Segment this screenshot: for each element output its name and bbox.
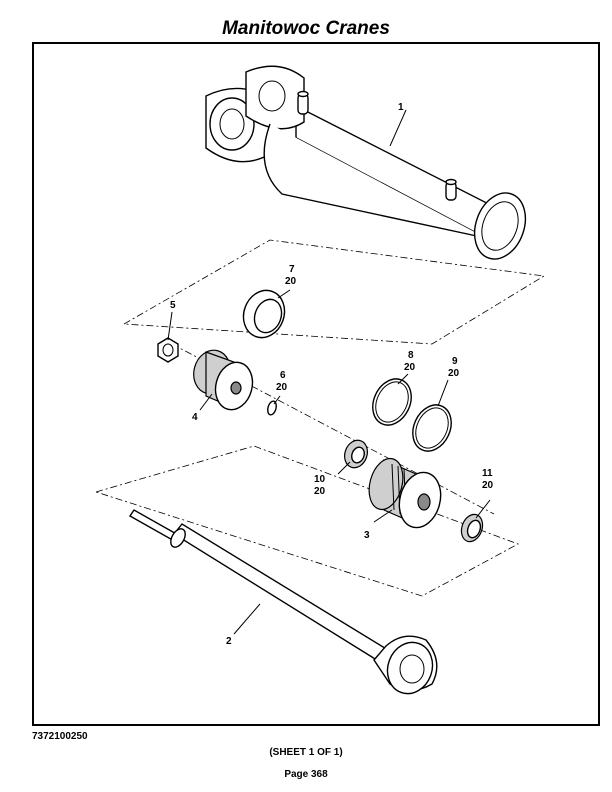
sheet-indicator: (SHEET 1 OF 1) — [269, 747, 343, 758]
callout-2: 2 — [226, 636, 232, 647]
callout-10-qty: 20 — [314, 486, 326, 497]
callout-11: 11 — [482, 468, 493, 479]
callout-10: 10 — [314, 474, 326, 485]
part-5-nut — [157, 337, 179, 363]
callout-5: 5 — [170, 300, 176, 311]
part-10-wear-ring — [344, 439, 368, 469]
drawing-number: 7372100250 — [32, 731, 88, 742]
callout-1: 1 — [398, 102, 404, 113]
assembly-envelope-lower — [94, 445, 519, 597]
part-3-piston — [368, 457, 442, 529]
leader-lines — [167, 109, 491, 635]
exploded-parts-diagram: 1 7 20 5 6 20 4 8 20 9 20 10 20 11 20 3 … — [94, 65, 546, 695]
callout-8-qty: 20 — [404, 362, 416, 373]
callout-9-qty: 20 — [448, 368, 460, 379]
callout-3: 3 — [364, 530, 370, 541]
part-1-cylinder-barrel — [205, 65, 527, 260]
page-number: Page 368 — [284, 769, 328, 780]
callout-6-qty: 20 — [276, 382, 288, 393]
callout-7-qty: 20 — [285, 276, 297, 287]
callout-11-qty: 20 — [482, 480, 494, 491]
callout-9: 9 — [452, 356, 458, 367]
callout-8: 8 — [408, 350, 414, 361]
part-4-gland — [193, 349, 254, 411]
assembly-envelope-upper — [122, 239, 546, 345]
part-2-piston-rod — [128, 509, 438, 695]
part-11-seal — [460, 513, 484, 543]
part-9-o-ring — [412, 404, 452, 452]
page-header-title: Manitowoc Cranes — [222, 18, 390, 39]
callout-7: 7 — [289, 264, 295, 275]
part-6-ring — [267, 400, 277, 416]
callout-6: 6 — [280, 370, 286, 381]
part-8-o-ring — [372, 378, 412, 426]
part-7-seal — [242, 289, 286, 339]
callout-4: 4 — [192, 412, 198, 423]
diagram-frame: 1 7 20 5 6 20 4 8 20 9 20 10 20 11 20 3 … — [32, 42, 600, 726]
